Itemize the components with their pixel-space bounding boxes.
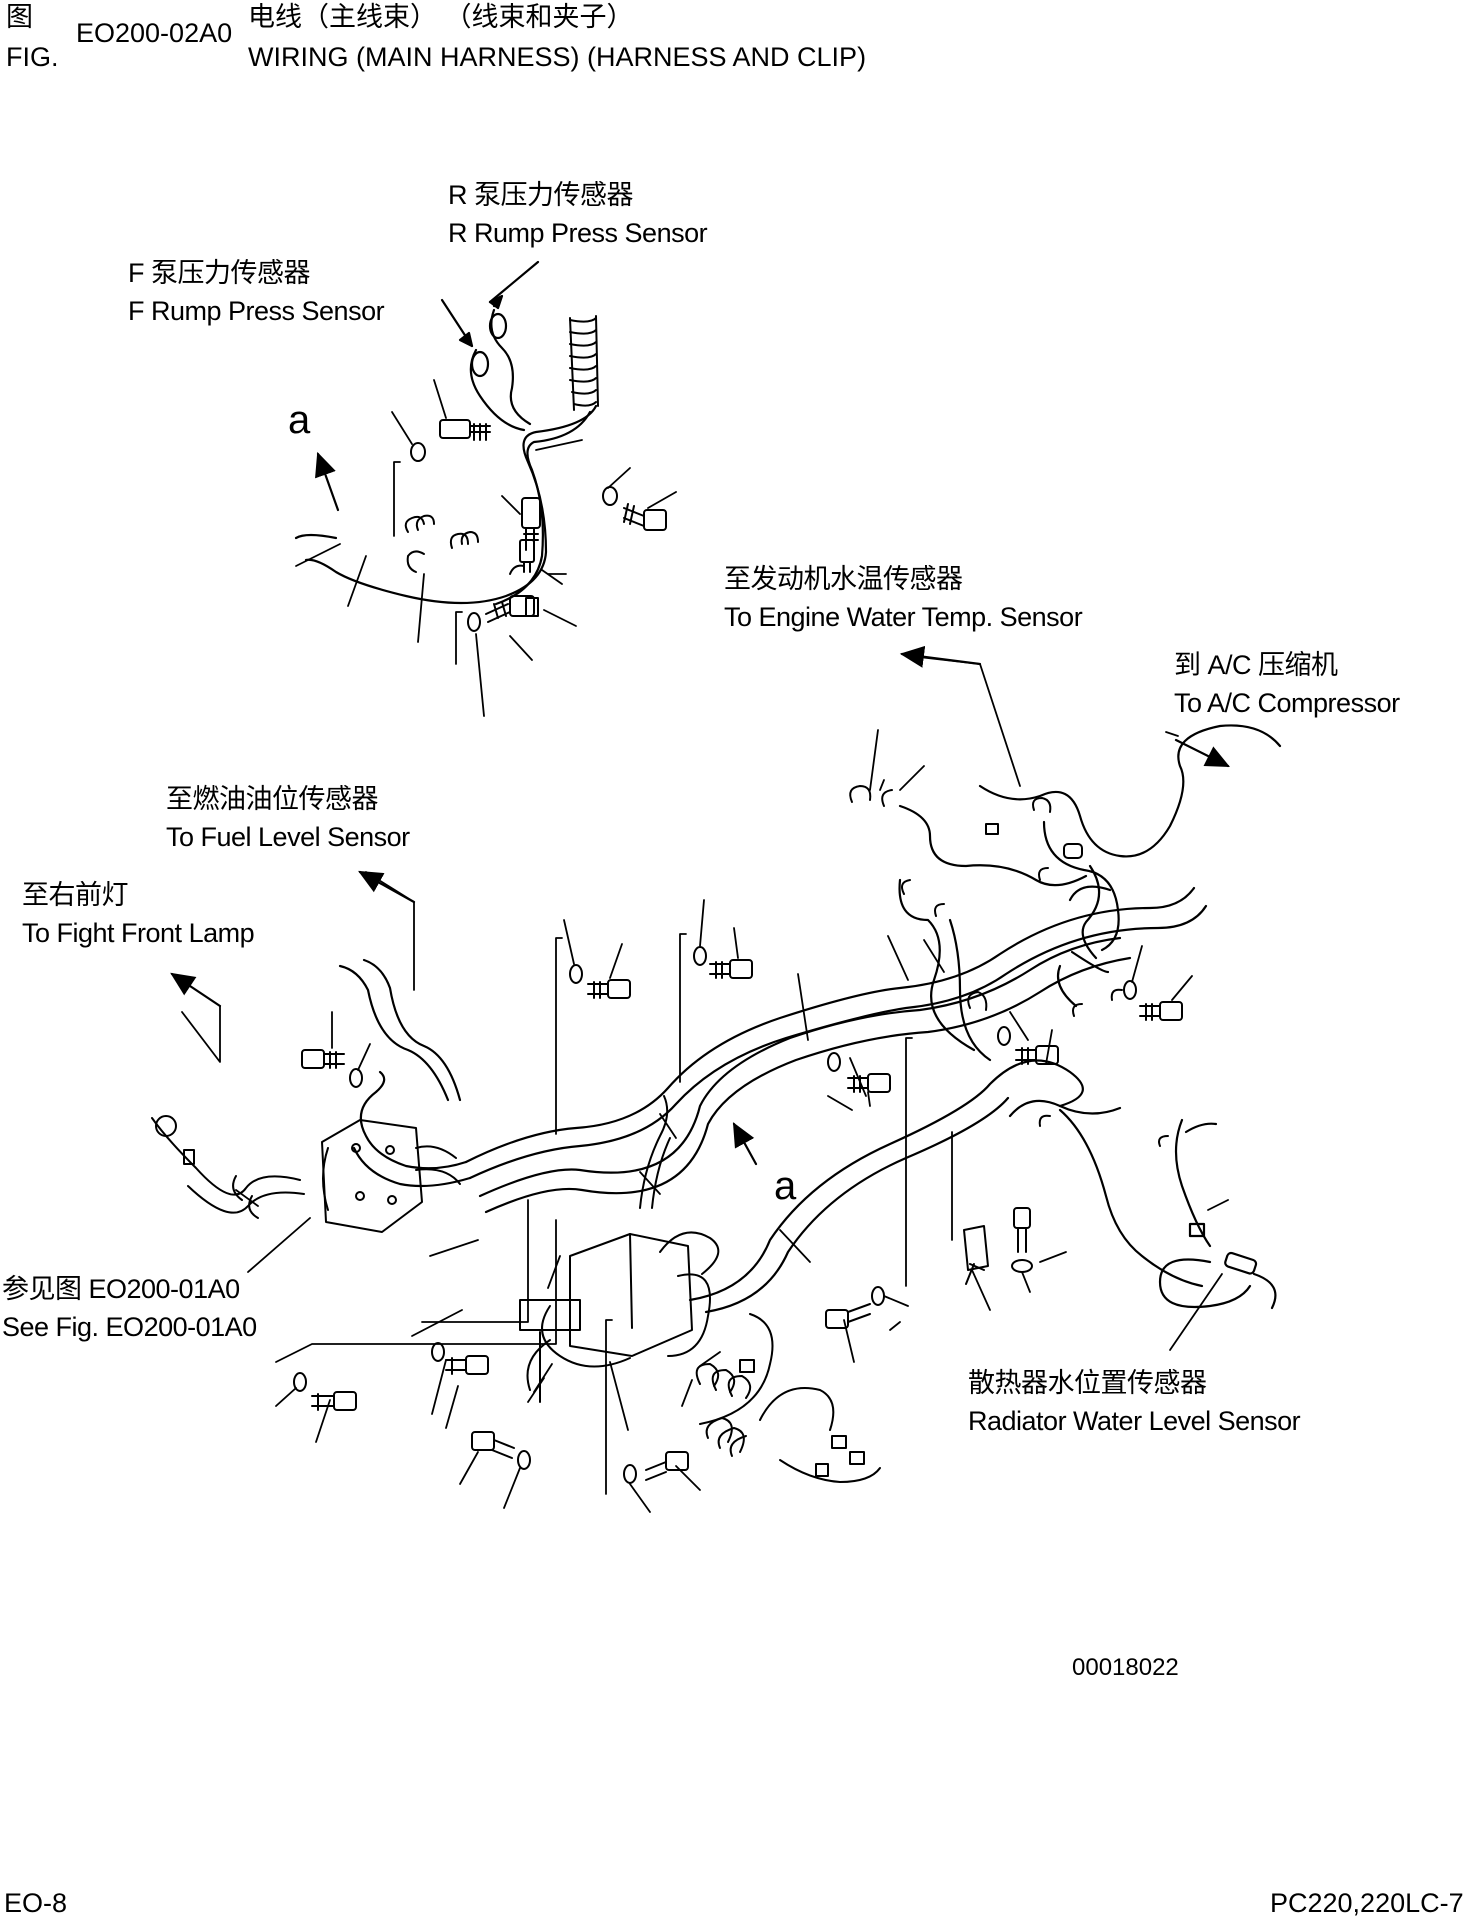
- main-harness-group: [151, 645, 1282, 1483]
- lamp-leader: [181, 1005, 221, 1063]
- image-code: 00018022: [1072, 1654, 1179, 1681]
- title-en: WIRING (MAIN HARNESS) (HARNESS AND CLIP): [248, 42, 867, 72]
- radiator-cable: [688, 1059, 1084, 1302]
- ac-compressor-label-en: To A/C Compressor: [1174, 688, 1400, 718]
- left-branch: [359, 1070, 468, 1170]
- connector-bundle: [695, 1313, 881, 1483]
- bolt-8: [825, 1286, 885, 1329]
- r-pump-leader: [488, 260, 540, 304]
- fig-label-en: FIG.: [6, 42, 59, 72]
- main-trunk-lower: [478, 936, 1122, 1198]
- main-trunk-upper: [464, 886, 1196, 1164]
- corrugated-tube: [569, 315, 599, 411]
- bolt-1: [301, 1049, 363, 1088]
- harness-clips: [849, 785, 1169, 1147]
- leader-lines-lower: [235, 729, 1229, 1513]
- radiator-level-label-en: Radiator Water Level Sensor: [968, 1406, 1301, 1436]
- r-pump-cable: [490, 308, 532, 426]
- upper-right-harness: [978, 724, 1282, 858]
- figure-number: EO200-02A0: [76, 18, 233, 48]
- front-lamp-label-en: To Fight Front Lamp: [22, 918, 255, 948]
- ref-a-arrow: [315, 451, 340, 512]
- bolt-7: [1011, 1207, 1033, 1273]
- radiator-sensor: [1224, 1251, 1258, 1275]
- ref-a-label-mid: a: [774, 1164, 797, 1208]
- upper-harness-group: [294, 260, 677, 717]
- radiator-level-label-cn: 散热器水位置传感器: [968, 1368, 1207, 1398]
- bolt-3: [693, 946, 753, 979]
- see-fig-label-en: See Fig. EO200-01A0: [2, 1312, 257, 1342]
- bolt-6: [1123, 980, 1183, 1021]
- r-pump-arrowhead: [488, 294, 504, 310]
- fuel-arrow: [358, 870, 416, 904]
- r-pump-sensor-label-en: R Rump Press Sensor: [448, 218, 708, 248]
- engine-temp-arrow: [899, 645, 982, 668]
- r-pump-sensor-label-cn: R 泵压力传感器: [448, 180, 634, 210]
- bolts-lower: [293, 946, 1183, 1484]
- front-lamp-label-cn: 至右前灯: [22, 880, 129, 910]
- f-pump-sensor-label-cn: F 泵压力传感器: [128, 258, 311, 288]
- engine-temp-label-en: To Engine Water Temp. Sensor: [724, 602, 1083, 632]
- ac-arrow: [1174, 738, 1230, 768]
- central-component: [519, 1095, 720, 1403]
- fig-label-cn: 图: [6, 2, 33, 32]
- fuel-level-label-en: To Fuel Level Sensor: [166, 822, 410, 852]
- fuel-sensor-cable: [338, 964, 450, 1102]
- bolt-10: [293, 1372, 357, 1411]
- bracket-small: [963, 1225, 989, 1285]
- ref-a-label-top: a: [288, 398, 311, 442]
- bolt-5: [997, 1026, 1059, 1065]
- bolt-4: [827, 1052, 891, 1093]
- bolt-2: [569, 964, 631, 999]
- bolt-group-upper: [404, 419, 667, 632]
- f-pump-arrowhead: [458, 331, 474, 348]
- bracket-plate: [151, 1115, 461, 1233]
- radiator-branch: [1058, 1108, 1204, 1288]
- page-number: EO-8: [4, 1888, 68, 1918]
- see-fig-label-cn: 参见图 EO200-01A0: [2, 1274, 240, 1304]
- f-pump-sensor-label-en: F Rump Press Sensor: [128, 296, 385, 326]
- fuel-level-label-cn: 至燃油油位传感器: [166, 784, 379, 814]
- title-cn: 电线（主线束） （线束和夹子）: [248, 2, 634, 32]
- ref-a-mid-arrow: [732, 1122, 758, 1166]
- bolt-12: [623, 1451, 689, 1484]
- leader-lines-upper: [295, 379, 677, 717]
- lamp-arrow: [170, 972, 222, 1008]
- bolt-9: [431, 1342, 489, 1375]
- bolt-11: [471, 1431, 531, 1470]
- engine-temp-leader: [909, 655, 1021, 787]
- model-number: PC220,220LC-7: [1270, 1888, 1464, 1918]
- ac-compressor-label-cn: 到 A/C 压缩机: [1174, 650, 1338, 680]
- engine-temp-label-cn: 至发动机水温传感器: [724, 564, 963, 594]
